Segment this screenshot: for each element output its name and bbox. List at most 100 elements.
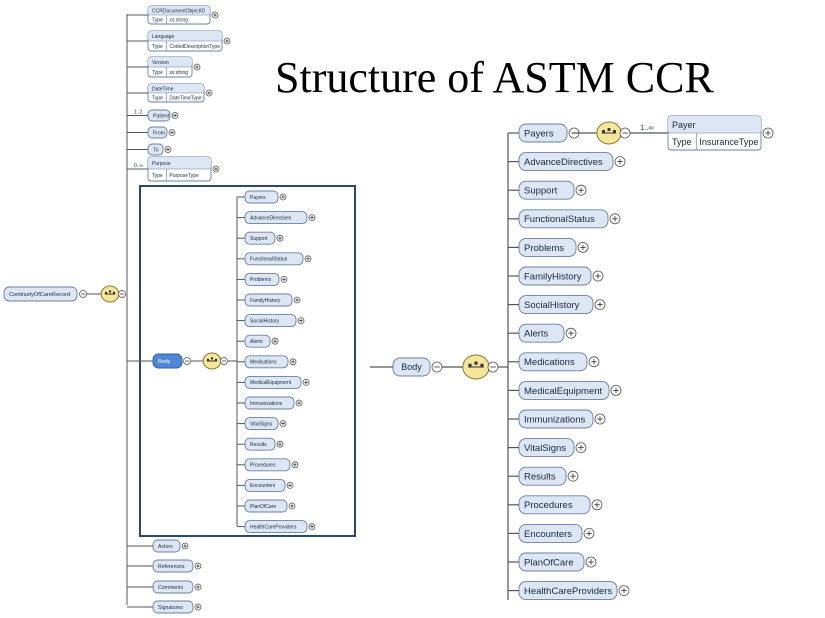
expand-icon[interactable] — [288, 502, 296, 510]
body-collapse-icon[interactable] — [183, 357, 191, 365]
node-box[interactable] — [518, 380, 610, 400]
payers-sequence-collapse-icon[interactable] — [619, 127, 631, 139]
zoom-body-child-support[interactable]: Support — [518, 180, 575, 200]
zoom-body-child-immunizations[interactable]: Immunizations — [518, 409, 594, 429]
zoom-body-child-familyhistory[interactable]: FamilyHistory — [518, 266, 592, 286]
body-child-socialhistory[interactable]: SocialHistory — [244, 314, 297, 328]
expand-icon[interactable] — [205, 89, 213, 97]
expand-icon[interactable] — [575, 442, 587, 454]
node-box[interactable] — [152, 580, 194, 594]
expand-icon[interactable] — [164, 146, 172, 153]
expand-icon[interactable] — [609, 213, 621, 225]
expand-icon[interactable] — [194, 603, 202, 611]
zoom-body-child-payers[interactable]: Payers — [518, 123, 568, 143]
body-child-medications[interactable]: Medications — [244, 355, 289, 369]
zoom-sequence-collapse-icon[interactable] — [487, 361, 499, 373]
node-box[interactable] — [147, 109, 171, 122]
expand-icon[interactable] — [279, 420, 287, 428]
node-box[interactable] — [244, 231, 276, 245]
zoom-body-child-encounters[interactable]: Encounters — [518, 523, 583, 543]
body-child-results[interactable]: Results — [244, 437, 276, 451]
expand-icon[interactable] — [193, 63, 201, 71]
root-sequence-icon[interactable] — [100, 285, 120, 303]
zoom-body-child-planofcare[interactable]: PlanOfCare — [518, 552, 585, 572]
expand-icon[interactable] — [276, 440, 284, 448]
body-sequence-collapse-icon[interactable] — [220, 357, 228, 365]
expand-icon[interactable] — [280, 275, 288, 283]
node-box[interactable] — [518, 552, 585, 572]
node-box[interactable] — [392, 357, 431, 377]
expand-icon[interactable] — [591, 499, 603, 511]
root-node-continuity-of-care-record[interactable]: ContinuityOfCareRecord — [3, 286, 78, 302]
expand-icon[interactable] — [583, 528, 595, 539]
node-box[interactable] — [244, 314, 297, 328]
expand-icon[interactable] — [610, 384, 622, 396]
expand-icon[interactable] — [168, 129, 176, 136]
body-child-encounters[interactable]: Encounters — [244, 478, 286, 492]
node-box[interactable] — [244, 437, 276, 451]
node-box[interactable] — [244, 396, 295, 410]
header-element-patient[interactable]: Patient — [147, 109, 171, 122]
zoom-body-child-medicalequipment[interactable]: MedicalEquipment — [518, 380, 610, 400]
body-child-problems[interactable]: Problems — [244, 272, 280, 286]
node-box[interactable] — [147, 126, 168, 139]
node-box[interactable] — [518, 523, 583, 543]
node-box[interactable] — [244, 417, 279, 431]
node-box[interactable] — [244, 355, 289, 369]
node-box[interactable] — [244, 520, 308, 534]
expand-icon[interactable] — [291, 461, 299, 469]
body-sequence-icon[interactable] — [202, 352, 222, 370]
expand-icon[interactable] — [585, 556, 597, 568]
expand-icon[interactable] — [575, 184, 587, 196]
zoom-body-child-medications[interactable]: Medications — [518, 352, 588, 372]
expand-icon[interactable] — [302, 378, 310, 386]
zoom-body-child-vitalsigns[interactable]: VitalSigns — [518, 438, 575, 458]
expand-icon[interactable] — [308, 523, 316, 530]
footer-element-comments[interactable]: Comments — [152, 580, 194, 594]
body-child-healthcareproviders[interactable]: HealthCareProviders — [244, 520, 308, 534]
node-box[interactable] — [518, 295, 594, 315]
node-box[interactable] — [518, 581, 618, 601]
expand-icon[interactable] — [181, 542, 189, 550]
footer-element-references[interactable]: References — [152, 559, 194, 573]
body-child-planofcare[interactable]: PlanOfCare — [244, 499, 288, 513]
body-child-support[interactable]: Support — [244, 231, 276, 245]
node-box[interactable] — [152, 559, 194, 573]
zoom-body-child-alerts[interactable]: Alerts — [518, 323, 565, 343]
body-child-immunizations[interactable]: Immunizations — [244, 396, 295, 410]
expand-icon[interactable] — [565, 327, 577, 339]
header-element-to[interactable]: To — [147, 143, 164, 156]
expand-icon[interactable] — [618, 585, 630, 596]
expand-icon[interactable] — [592, 270, 604, 282]
node-box[interactable] — [152, 539, 181, 553]
body-node-selected[interactable]: Body — [152, 353, 183, 369]
expand-icon[interactable] — [304, 255, 312, 263]
root-collapse-icon[interactable] — [79, 290, 87, 298]
node-box[interactable] — [518, 438, 575, 458]
expand-icon[interactable] — [293, 296, 301, 304]
node-box[interactable] — [3, 286, 78, 302]
node-box[interactable] — [518, 266, 592, 286]
zoom-body-child-results[interactable]: Results — [518, 466, 567, 486]
expand-icon[interactable] — [279, 193, 287, 201]
body-child-familyhistory[interactable]: FamilyHistory — [244, 293, 293, 307]
node-box[interactable] — [147, 143, 164, 156]
expand-icon[interactable] — [588, 356, 600, 368]
body-child-advancedirectives[interactable]: AdvanceDirectives — [244, 211, 308, 225]
footer-element-actors[interactable]: Actors — [152, 539, 181, 553]
expand-icon[interactable] — [194, 583, 202, 591]
zoom-body-child-advancedirectives[interactable]: AdvanceDirectives — [518, 152, 614, 172]
node-box[interactable] — [518, 323, 565, 343]
expand-icon[interactable] — [211, 11, 219, 19]
expand-icon[interactable] — [577, 241, 589, 253]
body-child-functionalstatus[interactable]: FunctionalStatus — [244, 252, 304, 266]
node-box[interactable] — [244, 458, 291, 472]
zoom-body-child-socialhistory[interactable]: SocialHistory — [518, 295, 594, 315]
node-box[interactable] — [244, 252, 304, 266]
node-box[interactable] — [244, 375, 302, 389]
zoom-body-node[interactable]: Body — [392, 357, 431, 377]
node-box[interactable] — [518, 352, 588, 372]
node-box[interactable] — [244, 334, 271, 348]
node-box[interactable] — [244, 478, 286, 492]
